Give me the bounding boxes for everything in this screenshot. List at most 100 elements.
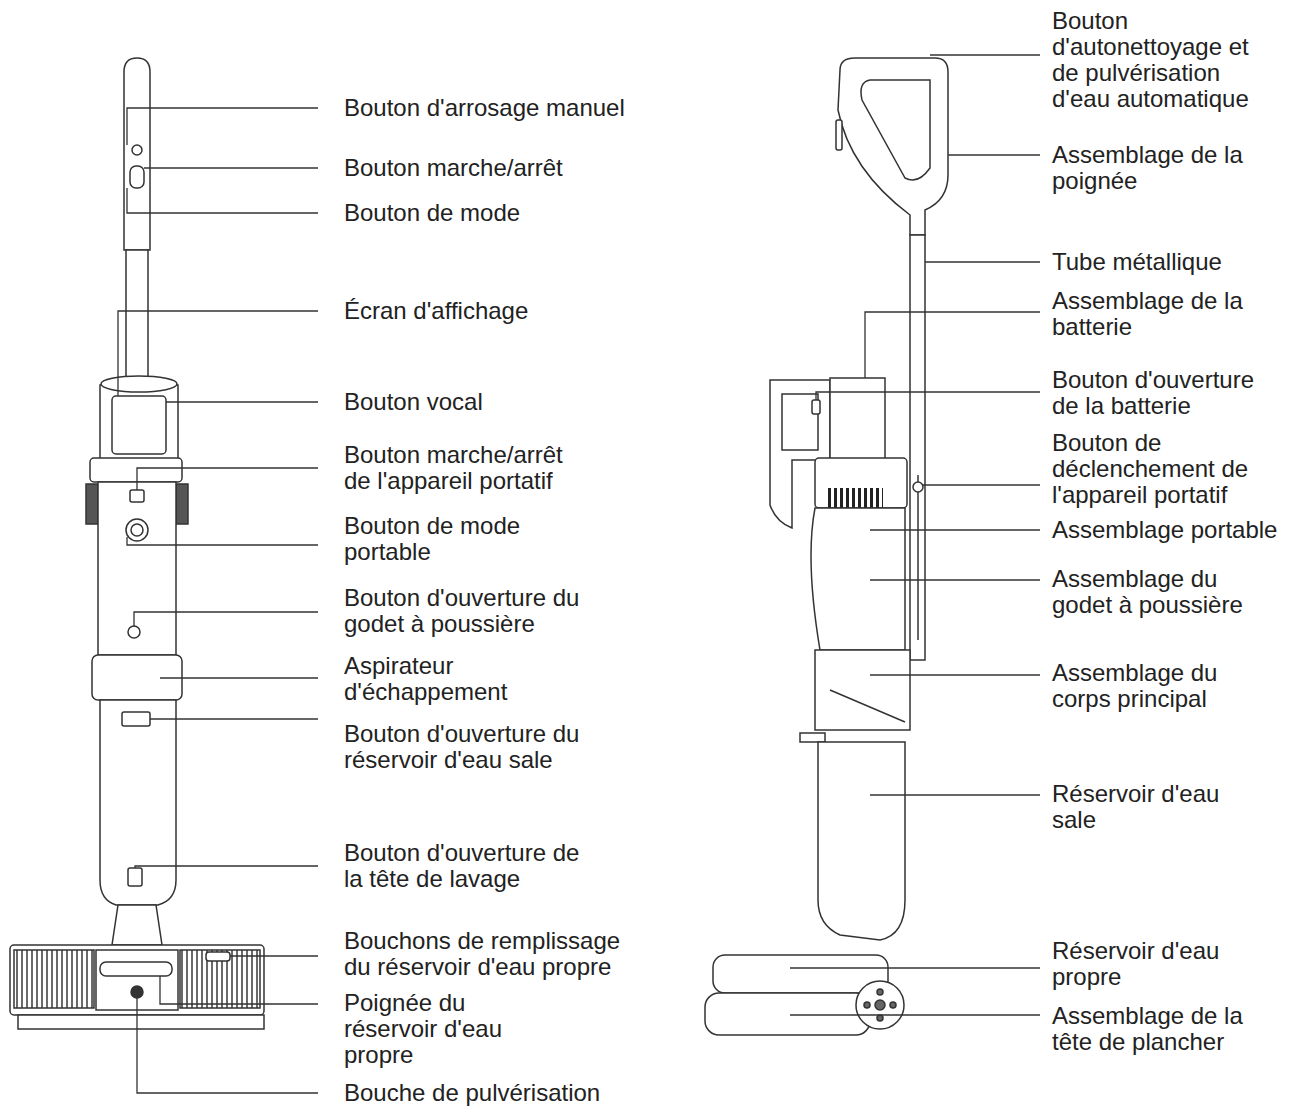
part-label: Bouton d'ouverture de la tête de lavage bbox=[344, 840, 582, 892]
part-label: Bouton marche/arrêt bbox=[344, 155, 563, 181]
head-release-button bbox=[128, 868, 142, 886]
fill-cap bbox=[206, 952, 230, 961]
mode-button-inner bbox=[131, 524, 143, 536]
leader-line bbox=[790, 1014, 1040, 1015]
leader-line bbox=[150, 718, 318, 719]
wheel-hole bbox=[877, 989, 883, 995]
wheel-hub bbox=[875, 1000, 885, 1010]
leader-line bbox=[948, 154, 1040, 155]
display-top bbox=[101, 376, 177, 392]
foot-pedal bbox=[800, 733, 825, 742]
leader-line bbox=[137, 468, 318, 490]
body bbox=[98, 482, 176, 655]
body-edge bbox=[830, 690, 905, 722]
leader-line bbox=[134, 612, 318, 626]
battery-release-button bbox=[812, 400, 820, 414]
handle bbox=[124, 58, 150, 250]
part-label: Bouton d'arrosage manuel bbox=[344, 95, 625, 121]
band bbox=[90, 458, 182, 482]
metal-tube bbox=[910, 235, 925, 660]
part-label: Assemblage portable bbox=[1052, 517, 1277, 543]
wheel-hole bbox=[890, 1002, 896, 1008]
leader-line bbox=[865, 312, 1040, 378]
roller bbox=[180, 950, 260, 1008]
barcode bbox=[828, 488, 883, 510]
leader-line bbox=[127, 537, 318, 545]
tank-handle bbox=[100, 962, 172, 976]
clean-tank bbox=[713, 955, 888, 993]
part-label: Assemblage de la tête de plancher bbox=[1052, 1003, 1245, 1055]
main-body bbox=[815, 650, 910, 730]
side-view bbox=[705, 58, 948, 1035]
handle-button bbox=[836, 120, 842, 150]
spray-button bbox=[132, 145, 142, 155]
handheld-power-button bbox=[130, 490, 144, 502]
leader-line bbox=[135, 866, 318, 868]
leader-line bbox=[144, 167, 318, 168]
trigger-rod bbox=[917, 475, 919, 640]
part-label: Écran d'affichage bbox=[344, 298, 528, 324]
part-label: Réservoir d'eau propre bbox=[1052, 938, 1222, 990]
dirty-tank bbox=[818, 742, 905, 940]
spray-nozzle bbox=[131, 986, 143, 998]
tank-release-button bbox=[122, 712, 150, 726]
part-label: Bouton d'autonettoyage et de pulvérisati… bbox=[1052, 8, 1251, 112]
battery bbox=[830, 378, 885, 460]
neck bbox=[112, 905, 162, 945]
part-label: Bouton d'ouverture du réservoir d'eau sa… bbox=[344, 721, 582, 773]
leader-line bbox=[790, 967, 1040, 968]
leader-line bbox=[816, 392, 1040, 400]
bin-release-button bbox=[128, 626, 140, 638]
handle-loop bbox=[838, 58, 948, 235]
part-label: Bouche de pulvérisation bbox=[344, 1080, 600, 1106]
front-view bbox=[10, 58, 264, 1029]
part-label: Bouton de déclenchement de l'appareil po… bbox=[1052, 430, 1251, 508]
leader-line bbox=[870, 529, 1040, 530]
part-label: Assemblage du corps principal bbox=[1052, 660, 1220, 712]
part-label: Poignée du réservoir d'eau propre bbox=[344, 990, 504, 1068]
mode-button bbox=[126, 519, 148, 541]
part-label: Bouton vocal bbox=[344, 389, 483, 415]
tube bbox=[126, 250, 148, 382]
wheel-hole bbox=[864, 1002, 870, 1008]
leader-line bbox=[166, 401, 318, 402]
part-label: Réservoir d'eau sale bbox=[1052, 781, 1222, 833]
leader-lines bbox=[118, 108, 318, 1093]
head-base bbox=[18, 1015, 264, 1029]
part-label: Bouton de mode bbox=[344, 200, 520, 226]
part-label: Bouton d'ouverture de la batterie bbox=[1052, 367, 1257, 419]
leader-line bbox=[160, 677, 318, 678]
wheel-hole bbox=[877, 1015, 883, 1021]
leader-line bbox=[870, 794, 1040, 795]
part-label: Bouchons de remplissage du réservoir d'e… bbox=[344, 928, 623, 980]
leader-line bbox=[137, 998, 318, 1093]
dust-bin bbox=[811, 508, 905, 650]
part-label: Bouton de mode portable bbox=[344, 513, 523, 565]
side-grip bbox=[176, 484, 188, 524]
handle-opening bbox=[861, 80, 930, 180]
part-label: Bouton marche/arrêt de l'appareil portat… bbox=[344, 442, 565, 494]
power-button bbox=[130, 166, 144, 188]
leader-line bbox=[127, 108, 318, 145]
part-label: Tube métallique bbox=[1052, 249, 1222, 275]
part-label: Assemblage de la poignée bbox=[1052, 142, 1245, 194]
part-label: Aspirateur d'échappement bbox=[344, 653, 510, 705]
roller bbox=[14, 950, 94, 1008]
leader-line bbox=[923, 484, 1040, 485]
side-grip bbox=[86, 484, 98, 524]
leader-line bbox=[118, 311, 318, 396]
part-label: Assemblage du godet à poussière bbox=[1052, 566, 1245, 618]
leader-line bbox=[925, 261, 1040, 262]
leader-line bbox=[127, 188, 318, 213]
part-label: Assemblage de la batterie bbox=[1052, 288, 1245, 340]
leader-line bbox=[160, 976, 318, 1004]
leader-line bbox=[870, 579, 1040, 580]
dirty-tank bbox=[100, 700, 176, 905]
wheel bbox=[856, 981, 904, 1029]
leader-lines bbox=[790, 55, 1040, 1015]
display-screen bbox=[112, 396, 166, 454]
leader-line bbox=[870, 674, 1040, 675]
leader-line bbox=[930, 54, 1040, 55]
trigger-button bbox=[913, 482, 923, 492]
